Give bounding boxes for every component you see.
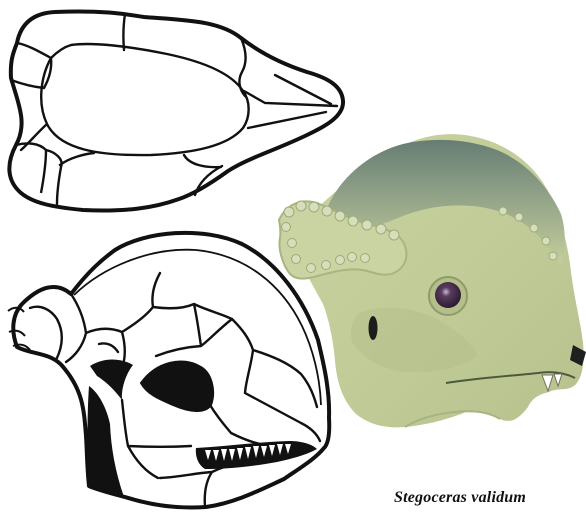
head-eye [435, 282, 461, 308]
skull-top-view [9, 11, 343, 210]
species-caption: Stegoceras validum [394, 489, 526, 507]
head-ear-hole [369, 316, 378, 340]
skull-side-view [8, 233, 329, 508]
